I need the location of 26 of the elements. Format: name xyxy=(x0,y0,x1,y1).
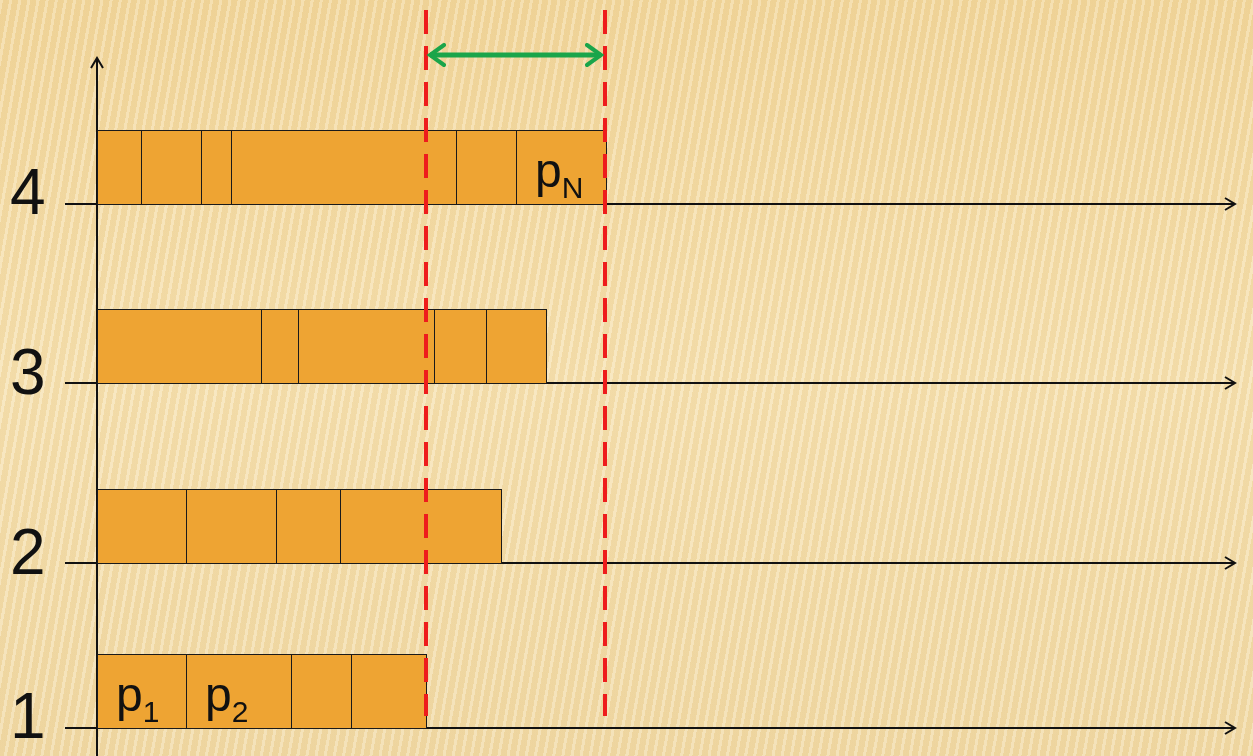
job-block xyxy=(186,489,277,564)
machine-number: 3 xyxy=(10,340,46,404)
job-block xyxy=(97,130,142,205)
job-block xyxy=(201,130,232,205)
job-block xyxy=(97,489,187,564)
job-label: p$_{N}$ xyxy=(535,146,584,202)
machine-number: 4 xyxy=(10,160,46,224)
job-block xyxy=(141,130,202,205)
job-block xyxy=(97,309,262,384)
job-block xyxy=(486,309,547,384)
job-block xyxy=(276,489,341,564)
job-block xyxy=(291,654,352,729)
job-block xyxy=(97,654,187,729)
job-block xyxy=(261,309,299,384)
job-block xyxy=(340,489,502,564)
job-block xyxy=(298,309,435,384)
job-label: p$_{2}$ xyxy=(205,670,249,726)
job-block xyxy=(456,130,517,205)
job-block xyxy=(231,130,457,205)
job-block xyxy=(434,309,487,384)
job-block xyxy=(351,654,427,729)
job-label: p$_{1}$ xyxy=(116,670,160,726)
machine-number: 1 xyxy=(10,684,46,748)
job-block xyxy=(516,130,607,205)
job-block xyxy=(186,654,292,729)
machine-number: 2 xyxy=(10,520,46,584)
